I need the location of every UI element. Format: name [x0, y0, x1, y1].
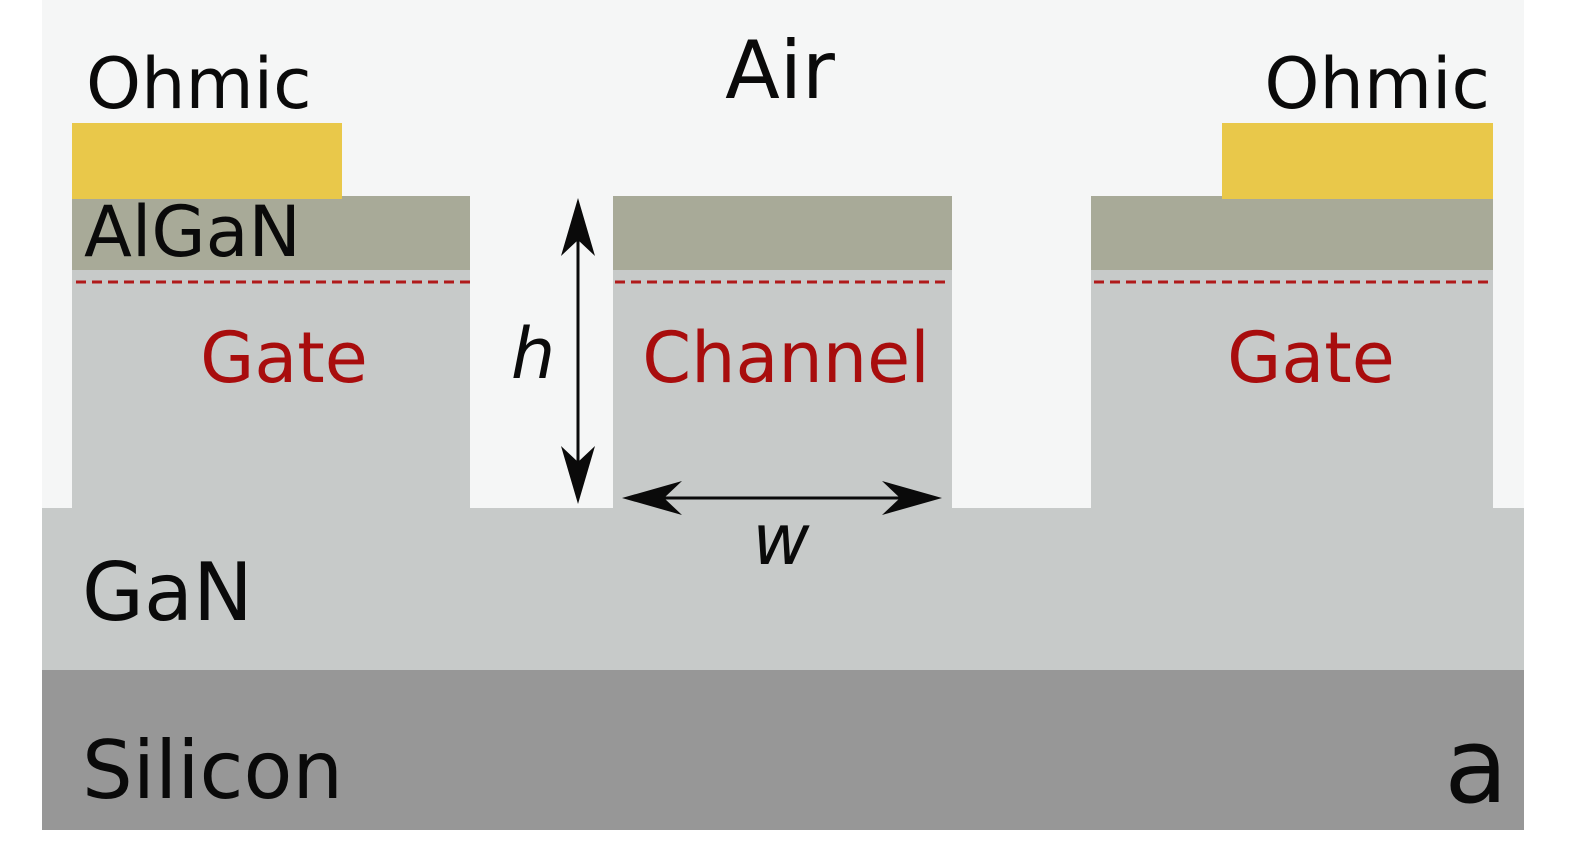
- channel-label: Channel: [642, 317, 929, 399]
- algan-layer-right: [1091, 196, 1493, 270]
- height-symbol-label: h: [511, 313, 555, 395]
- gan-label: GaN: [82, 546, 253, 639]
- height-arrow-top-head: [561, 198, 595, 256]
- width-symbol-label: w: [752, 499, 810, 581]
- air-label: Air: [725, 24, 835, 117]
- height-arrow-bottom-head: [561, 446, 595, 504]
- ohmic-label-right: Ohmic: [1264, 43, 1490, 125]
- gan-layer: [42, 508, 1524, 670]
- ohmic-contact-left: [72, 123, 342, 199]
- width-arrow: [622, 481, 942, 515]
- silicon-layer: [42, 668, 1524, 830]
- silicon-label: Silicon: [82, 724, 343, 817]
- gate-label-right: Gate: [1227, 317, 1395, 399]
- width-arrow-right-head: [882, 481, 942, 515]
- algan-layer-left: [72, 196, 470, 270]
- gan-mesa-center: [613, 268, 952, 512]
- gan-mesa-left: [72, 268, 470, 512]
- panel-letter: a: [1444, 705, 1508, 827]
- algan-layer-center: [613, 196, 952, 270]
- ohmic-label-left: Ohmic: [86, 43, 312, 125]
- width-arrow-left-head: [622, 481, 682, 515]
- ohmic-contact-right: [1222, 123, 1493, 199]
- gate-label-left: Gate: [200, 317, 368, 399]
- gan-mesa-right: [1091, 268, 1493, 512]
- height-arrow: [561, 198, 595, 504]
- algan-label: AlGaN: [84, 191, 301, 273]
